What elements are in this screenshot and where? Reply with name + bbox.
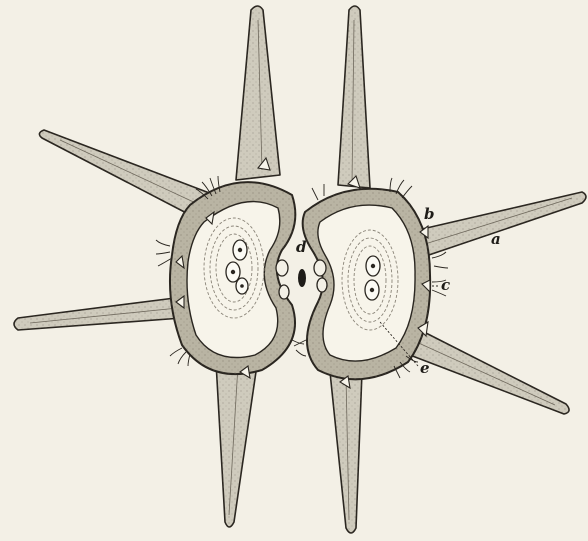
label-b: b xyxy=(424,207,435,222)
central-body-d xyxy=(298,269,306,287)
label-d: d xyxy=(296,240,307,255)
label-e: e xyxy=(420,361,430,376)
label-a: a xyxy=(491,232,501,247)
label-c: c xyxy=(441,278,450,293)
